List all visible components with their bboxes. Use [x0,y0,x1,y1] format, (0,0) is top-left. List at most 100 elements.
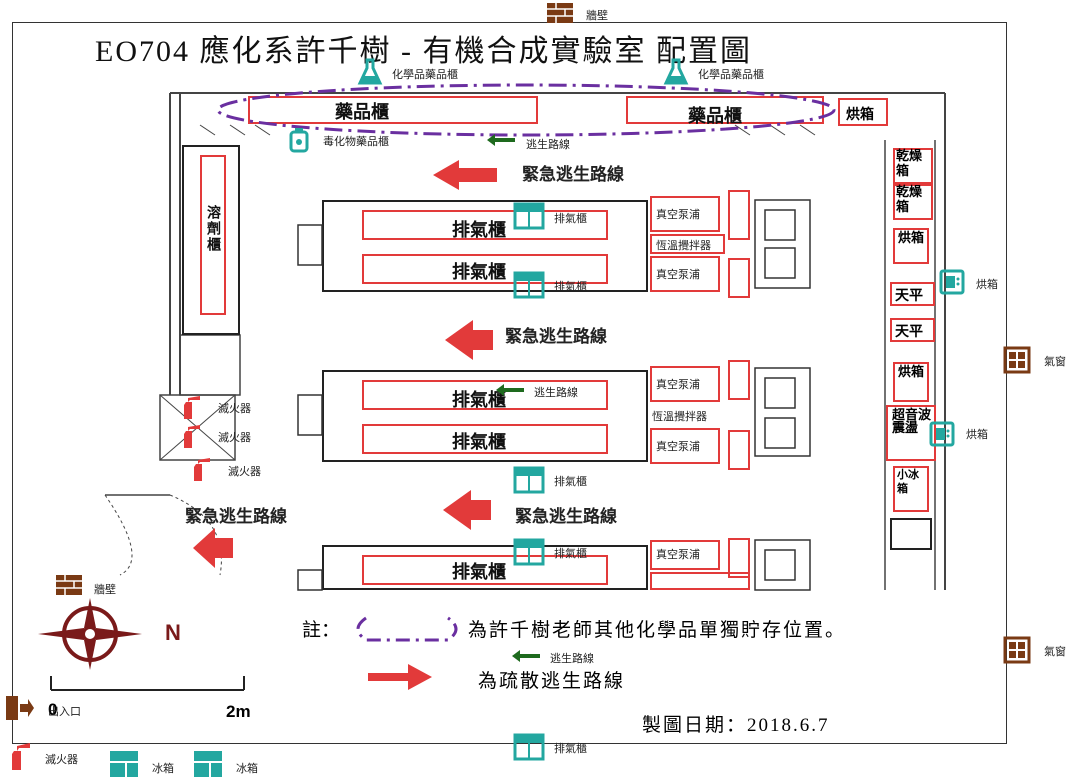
medicine-cabinet-right [626,96,824,124]
escape-route-label-1: 逃生路線 [526,139,570,151]
escape-arrow-icon [487,134,515,146]
extinguisher-icon [184,396,200,419]
hood-3a [362,555,608,585]
medicine-cabinet-left [248,96,538,124]
hood-1a [362,210,608,240]
note-red-text: 為疏散逃生路線 [478,671,626,692]
fridge-icon [110,751,138,777]
extinguisher-icon [194,458,210,481]
extinguisher-legend-label: 滅火器 [45,754,78,766]
hood-1b [362,254,608,284]
oven-label-1: 烘箱 [976,279,998,291]
window-label-2: 氣窗 [1044,646,1066,658]
extinguisher-label-3: 滅火器 [228,466,261,478]
small-unit-3 [728,360,750,400]
balance-1-label: 天平 [895,287,923,303]
hood-1b-label: 排氣櫃 [452,262,506,282]
oven-col-2-label: 烘箱 [898,364,925,379]
map-title: EO704 應化系許千樹 - 有機合成實驗室 配置圖 [95,35,752,68]
fridge-icon [194,751,222,777]
emergency-route-label-3: 緊急逃生路線 [515,507,617,526]
hood-icon [513,466,545,494]
oven-box-top-label: 烘箱 [846,106,874,122]
oven-col-2 [893,362,929,402]
red-arrow-icon [193,528,233,568]
bottom-box [650,572,750,590]
dryer-2-label: 乾燥箱 [896,184,923,214]
purple-legend-icon [356,616,458,642]
balance-1 [890,282,935,306]
scale-bar [50,676,245,691]
wall-icon [547,3,573,23]
small-unit-2 [728,258,750,298]
extinguisher-icon [184,425,200,448]
balance-2-label: 天平 [895,323,923,339]
wall-label-top: 牆壁 [586,10,608,22]
vacuum-pump-3 [650,366,720,402]
dryer-1-label: 乾燥箱 [896,148,923,178]
vacuum-pump-2-label: 真空泵浦 [656,269,700,281]
stirrer-1 [650,234,725,254]
map-date: 製圖日期：2018.6.7 [642,715,830,736]
vacuum-pump-3-label: 真空泵浦 [656,379,700,391]
solvent-cabinet-label: 溶劑櫃 [206,205,222,253]
ultrasonic [886,405,936,461]
entrance-label: 出入口 [48,706,81,718]
flask-icon [357,58,383,85]
chem-cabinet-label-2: 化學品藥品櫃 [698,69,764,81]
hood-1a-label: 排氣櫃 [452,220,506,240]
hood-bench-1 [322,200,648,292]
toxic-cabinet-label: 毒化物藥品櫃 [323,136,389,148]
mini-fridge-label: 小冰箱 [897,469,919,495]
window-icon [1003,636,1031,664]
oven-icon [929,421,955,447]
escape-route-label-2: 逃生路線 [534,387,578,399]
mini-fridge [893,466,929,512]
hood-label-3: 排氣櫃 [554,476,587,488]
red-arrow-icon [433,160,497,190]
dryer-2 [893,184,933,220]
hood-2b-label: 排氣櫃 [452,432,506,452]
fridge-label-2: 冰箱 [236,763,258,775]
dryer-1 [893,148,933,184]
solvent-cabinet [200,155,226,315]
oven-col-1-label: 烘箱 [898,230,925,245]
entrance-icon [6,696,34,720]
small-unit-1 [728,190,750,240]
vacuum-pump-5-label: 真空泵浦 [656,549,700,561]
chem-cabinet-label-1: 化學品藥品櫃 [392,69,458,81]
vacuum-pump-4 [650,428,720,464]
oven-box-top [838,98,888,126]
oven-col-1 [893,228,929,264]
small-unit-4 [728,430,750,470]
flask-icon [663,58,689,85]
stirrer-1-label: 恆溫攪拌器 [656,240,711,252]
stirrer-2-label: 恆溫攪拌器 [652,411,707,423]
vacuum-pump-2 [650,256,720,292]
window-icon [1003,346,1031,374]
solvent-cabinet-frame [182,145,240,335]
emergency-route-label-2: 緊急逃生路線 [505,327,607,346]
small-unit-5 [728,538,750,578]
extinguisher-label-1: 滅火器 [218,403,251,415]
right-cabinet [890,518,932,550]
hood-icon [513,733,545,761]
note-purple-text: 為許千樹老師其他化學品單獨貯存位置。 [468,620,847,641]
balance-2 [890,318,935,342]
hood-icon [513,271,545,299]
hood-2a [362,380,608,410]
wall-label-bottom: 牆壁 [94,584,116,596]
hood-2b [362,424,608,454]
note-prefix: 註： [302,620,341,641]
red-arrow-icon [443,490,491,530]
hood-icon [513,538,545,566]
hood-bench-3 [322,545,648,590]
extinguisher-icon [12,743,30,770]
scale-label: 2m [226,702,251,721]
medicine-cabinet-left-label: 藥品櫃 [335,102,389,122]
vacuum-pump-5 [650,540,720,570]
hood-label-legend: 排氣櫃 [554,743,587,755]
hood-label-1: 排氣櫃 [554,213,587,225]
